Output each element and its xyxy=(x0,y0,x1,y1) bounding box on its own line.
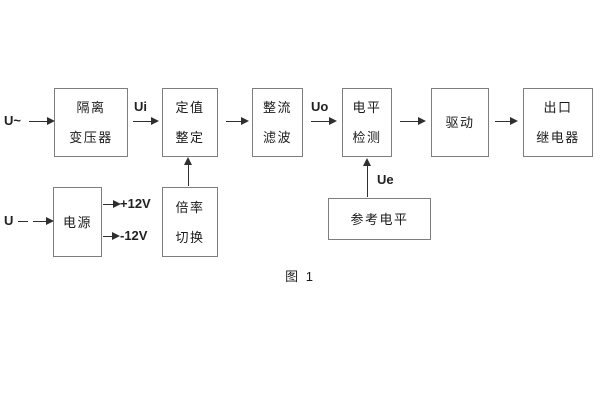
block-label: 出口 xyxy=(543,100,573,115)
figure-caption: 图 1 xyxy=(285,269,315,284)
block-label: 电源 xyxy=(62,214,92,230)
block-label: 变压器 xyxy=(69,130,113,145)
block-rectifier-filter: 整流 滤波 xyxy=(252,88,303,157)
ui-signal-label: Ui xyxy=(134,99,147,114)
block-label: 驱动 xyxy=(445,115,475,130)
block-output-relay: 出口 继电器 xyxy=(523,88,593,157)
block-ratio-switch: 倍率 切换 xyxy=(162,187,218,257)
block-label: 参考电平 xyxy=(350,211,409,227)
block-label: 切换 xyxy=(175,229,205,245)
block-level-detect: 电平 检测 xyxy=(342,88,392,157)
arrow-reference-to-leveldetect xyxy=(363,158,372,197)
arrow-leveldetect-to-driver xyxy=(400,117,426,126)
block-label: 隔离 xyxy=(76,100,106,115)
arrow-rectifier-to-leveldetect xyxy=(311,117,337,126)
dc-input-label: U xyxy=(4,213,14,228)
block-label: 电平 xyxy=(352,100,382,115)
block-reference-level: 参考电平 xyxy=(328,198,431,240)
arrow-ac-input-to-transformer xyxy=(29,117,55,126)
plus12v-label: +12V xyxy=(120,196,151,211)
arrow-transformer-to-setting xyxy=(133,117,159,126)
ue-signal-label: Ue xyxy=(377,172,394,187)
block-label: 整定 xyxy=(175,130,205,145)
arrow-driver-to-relay xyxy=(495,117,518,126)
block-label: 继电器 xyxy=(536,130,580,145)
block-power-supply: 电源 xyxy=(53,187,102,257)
block-label: 滤波 xyxy=(262,130,292,145)
block-setting-adjust: 定值 整定 xyxy=(162,88,218,157)
uo-signal-label: Uo xyxy=(311,99,329,114)
arrow-power-plus12v xyxy=(103,200,121,209)
block-label: 检测 xyxy=(352,130,382,145)
arrow-ratioswitch-to-setting xyxy=(184,157,193,186)
ac-input-label: U~ xyxy=(4,113,21,128)
block-driver: 驱动 xyxy=(431,88,489,157)
arrow-setting-to-rectifier xyxy=(226,117,249,126)
block-label: 倍率 xyxy=(175,199,205,215)
block-isolation-transformer: 隔离 变压器 xyxy=(54,88,128,157)
block-label: 定值 xyxy=(175,100,205,115)
block-label: 整流 xyxy=(262,100,292,115)
arrow-dc-input-to-power xyxy=(33,217,54,226)
dc-minus-dash xyxy=(18,221,28,222)
arrow-power-minus12v xyxy=(103,232,120,241)
minus12v-label: -12V xyxy=(120,228,148,243)
